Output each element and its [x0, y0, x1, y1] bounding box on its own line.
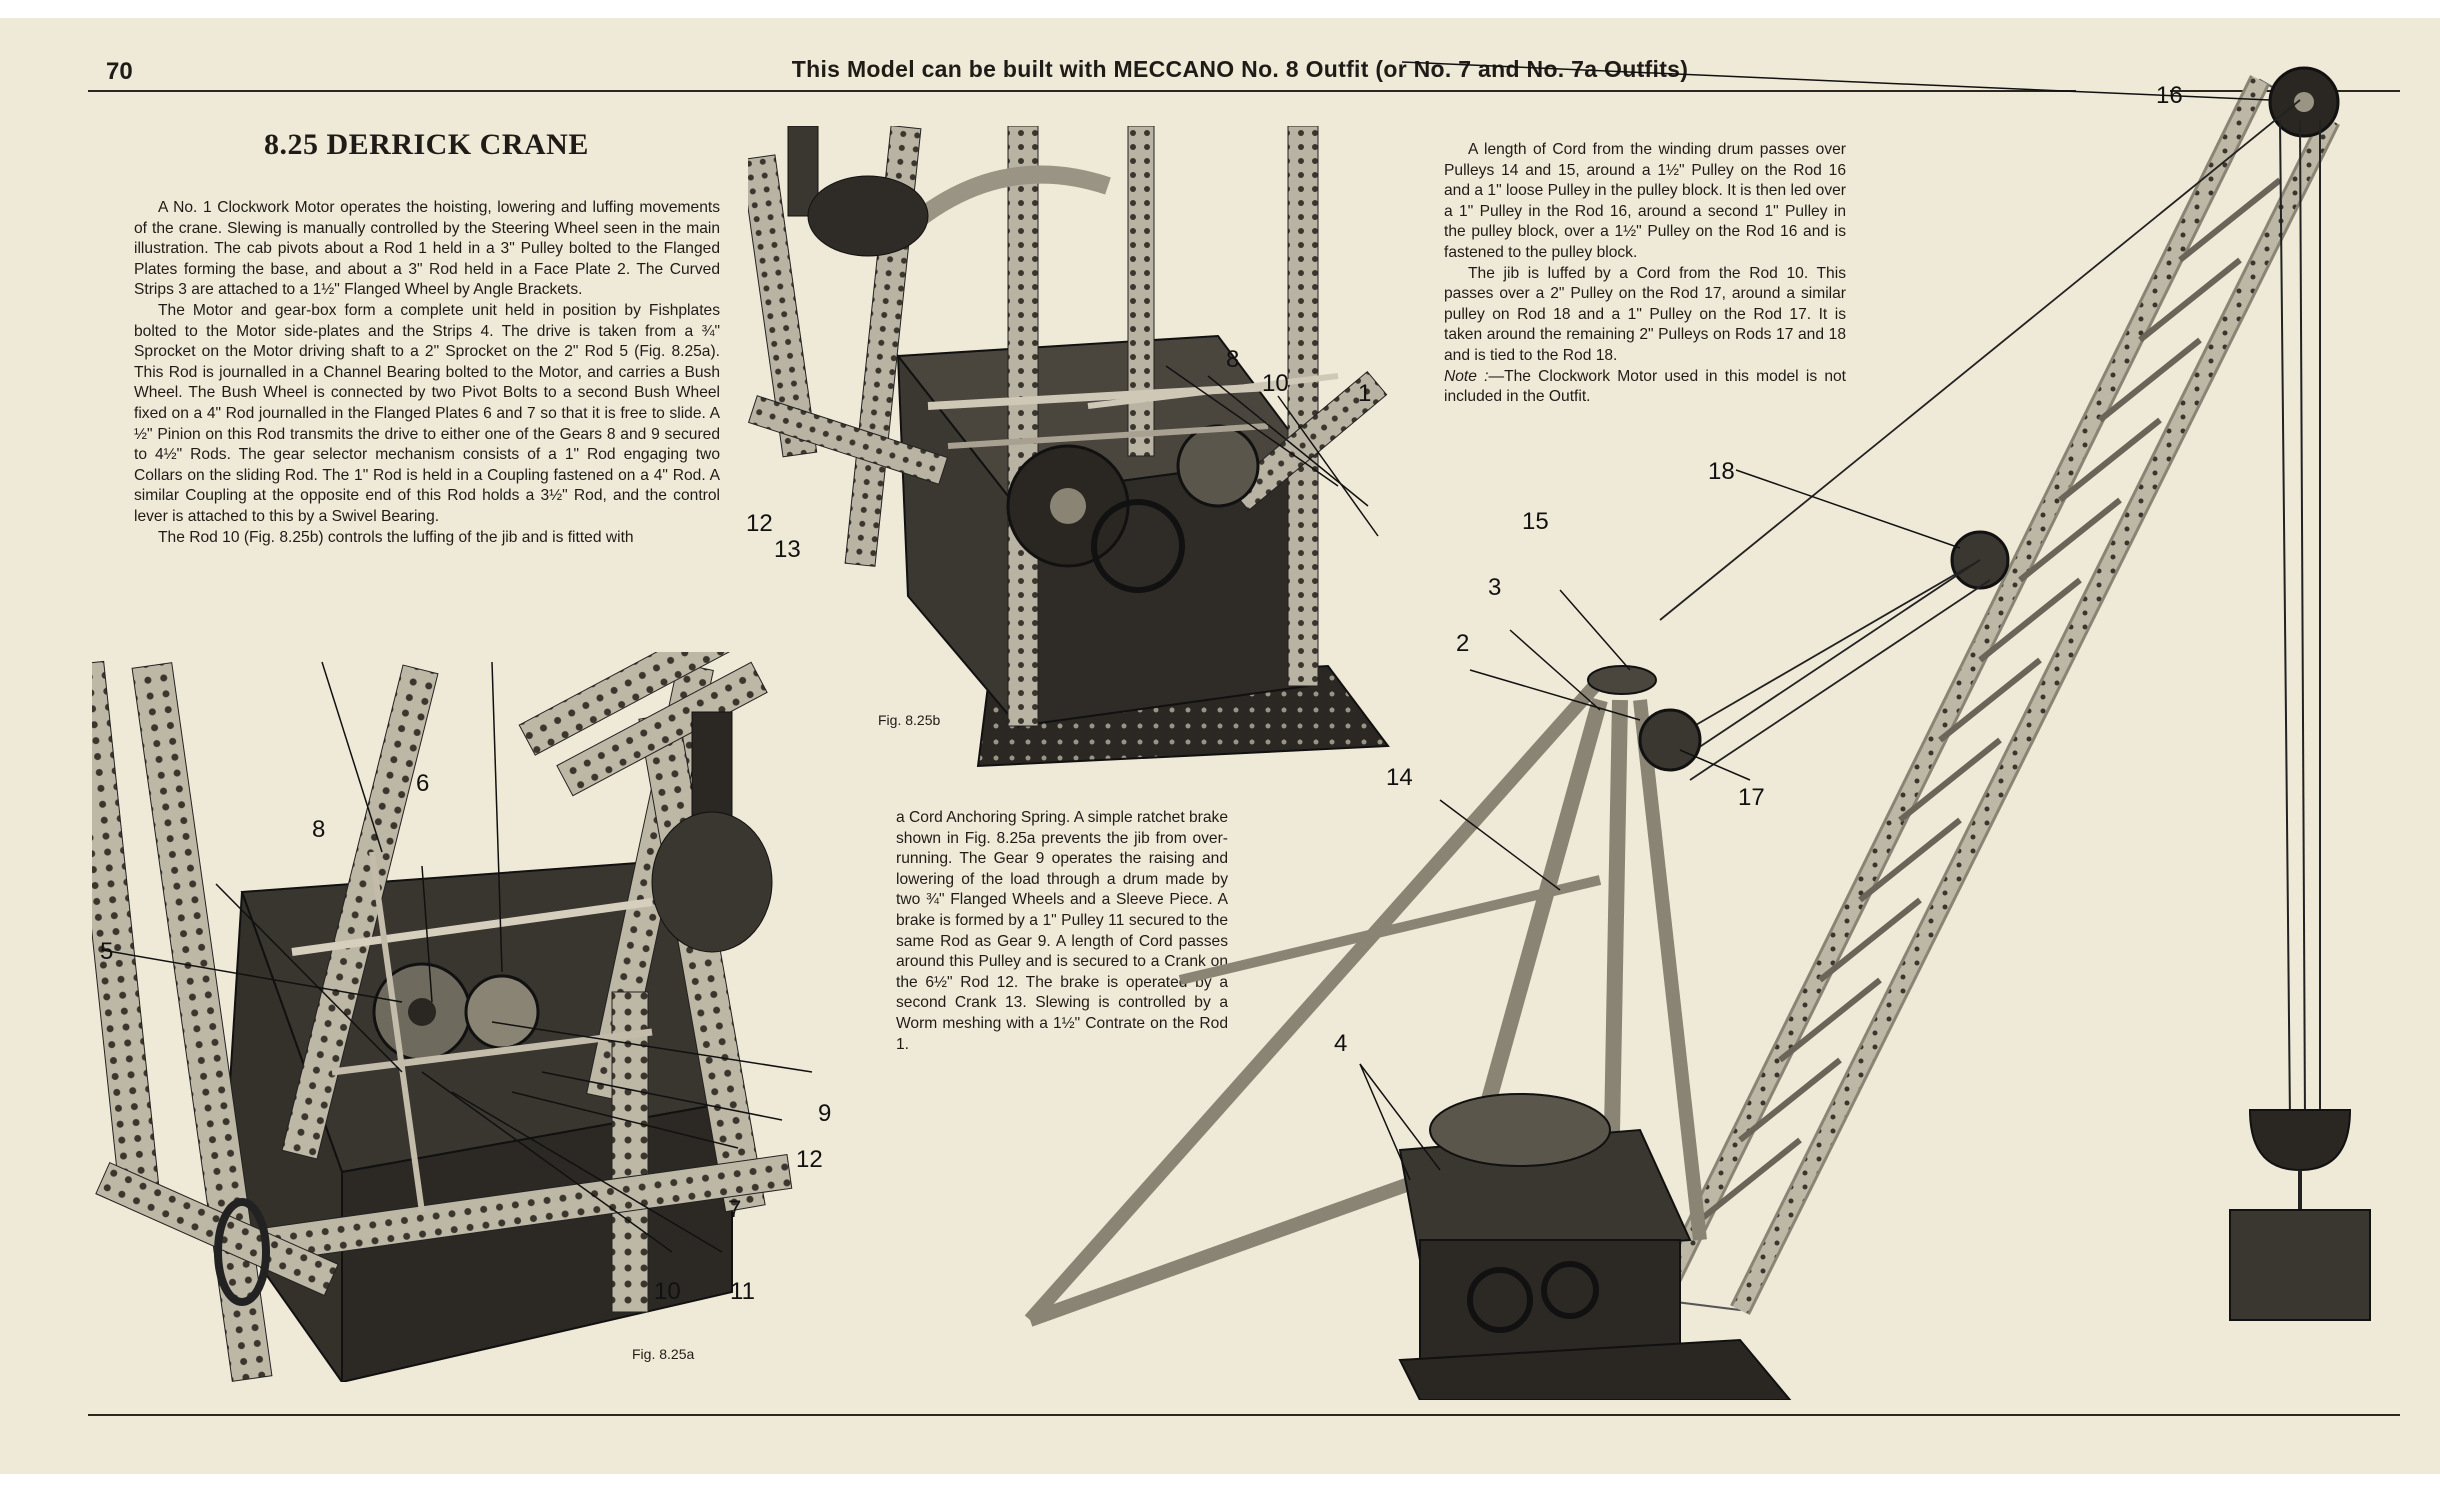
paragraph: A No. 1 Clockwork Motor operates the hoi… [134, 199, 720, 299]
fig-b-caption: Fig. 8.25b [878, 712, 941, 728]
main-label-16: 16 [2156, 82, 2183, 109]
page-number: 70 [106, 58, 133, 85]
main-label-14: 14 [1386, 764, 1413, 791]
main-label-15: 15 [1522, 508, 1549, 535]
note-label: Note : [1444, 367, 1489, 385]
fig-b-label-12: 12 [746, 510, 773, 537]
figure-8-25b [748, 126, 1404, 776]
main-crane-illustration [1000, 60, 2420, 1400]
note-text: —The Clockwork Motor used in this model … [1444, 367, 1846, 406]
crane-illustration [1024, 61, 2371, 1400]
fig-a-label-8: 8 [312, 816, 326, 843]
note: Note :—The Clockwork Motor used in this … [1444, 367, 1846, 408]
paragraph: a Cord Anchoring Spring. A simple ratche… [896, 809, 1228, 1053]
fig-b-label-8: 8 [1226, 346, 1240, 373]
main-label-3: 3 [1488, 574, 1502, 601]
fig-a-caption: Fig. 8.25a [632, 1346, 695, 1362]
text-column-1: A No. 1 Clockwork Motor operates the hoi… [134, 198, 720, 548]
paragraph: A length of Cord from the winding drum p… [1444, 141, 1846, 261]
main-label-17: 17 [1738, 784, 1765, 811]
footer-rule [88, 1414, 2400, 1416]
main-label-2: 2 [1456, 630, 1470, 657]
fig-a-label-9: 9 [818, 1100, 832, 1127]
text-column-2: a Cord Anchoring Spring. A simple ratche… [896, 808, 1228, 1055]
fig-a-label-7: 7 [728, 1196, 742, 1223]
header-rule [88, 90, 2076, 92]
fig-a-label-12: 12 [796, 1146, 823, 1173]
paragraph: The Rod 10 (Fig. 8.25b) controls the luf… [158, 528, 634, 546]
fig-a-label-5: 5 [100, 938, 114, 965]
figure-8-25a-illustration [92, 652, 813, 1382]
running-head: This Model can be built with MECCANO No.… [791, 56, 1689, 82]
main-label-4: 4 [1334, 1030, 1348, 1057]
paragraph: The jib is luffed by a Cord from the Rod… [1444, 264, 1846, 364]
main-label-18: 18 [1708, 458, 1735, 485]
figure-8-25a [92, 652, 852, 1382]
figure-8-25b-illustration [748, 126, 1390, 768]
fig-b-label-1: 1 [1358, 380, 1372, 407]
text-column-3: A length of Cord from the winding drum p… [1444, 140, 1846, 408]
fig-b-label-10: 10 [1262, 370, 1289, 397]
paragraph: The Motor and gear-box form a complete u… [134, 301, 720, 525]
article-title: 8.25 DERRICK CRANE [264, 128, 589, 161]
fig-a-label-11: 11 [730, 1278, 755, 1305]
fig-a-label-10: 10 [654, 1278, 681, 1305]
fig-b-label-13: 13 [774, 536, 801, 563]
fig-a-label-6: 6 [416, 770, 430, 797]
